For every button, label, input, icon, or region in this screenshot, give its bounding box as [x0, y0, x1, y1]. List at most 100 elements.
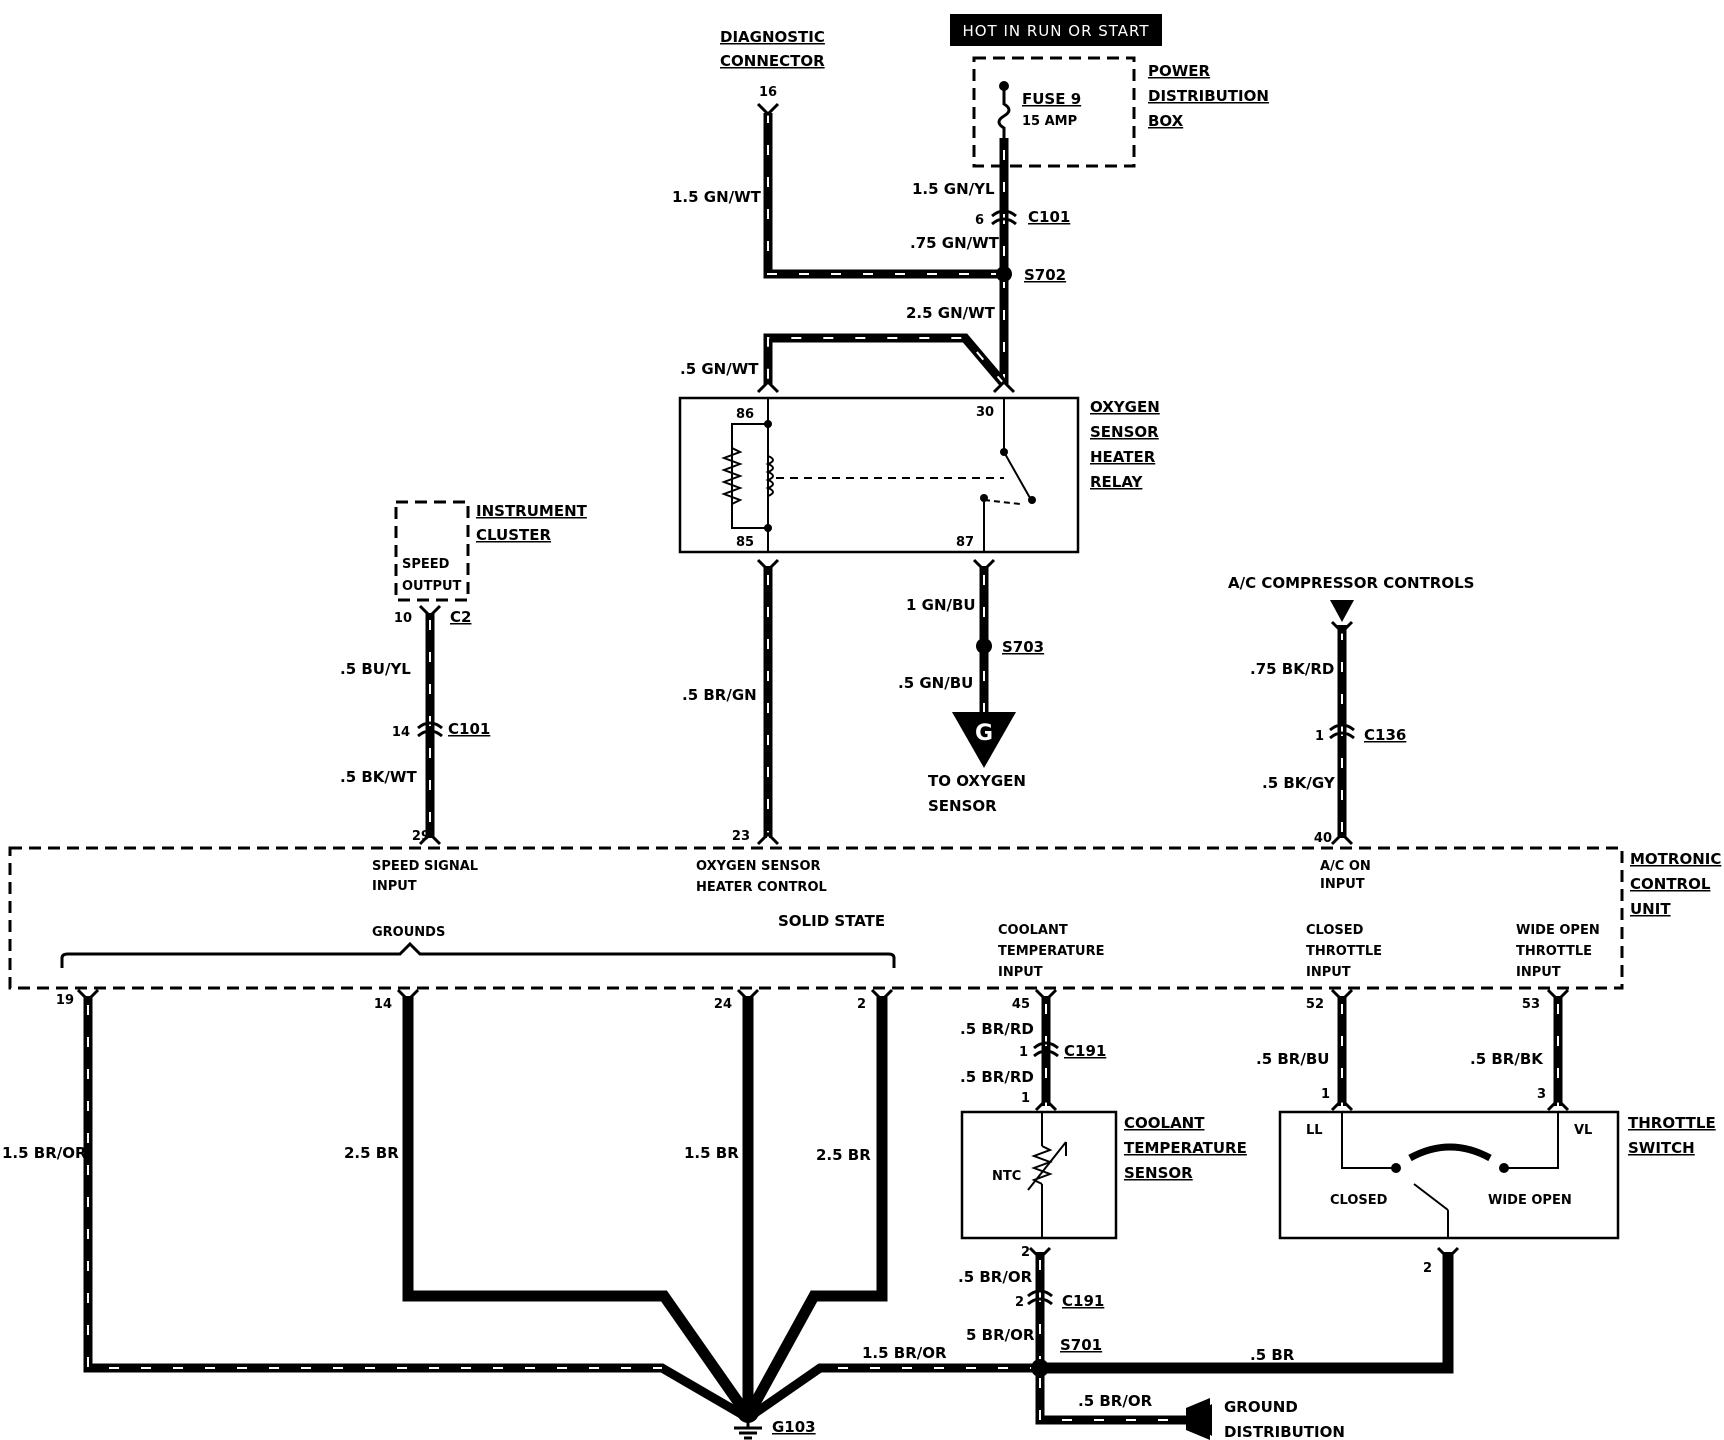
coolant-sensor-box [960, 1110, 1118, 1240]
wire-label-gnd19: 1.5 BR/OR [2, 1144, 87, 1162]
ground-distribution-arrowhead [1186, 1404, 1212, 1436]
splice-s703 [976, 638, 992, 654]
terminal-ecu52 [1330, 988, 1354, 1003]
pin-ecu23: 23 [732, 829, 750, 844]
conn-g103: G103 [772, 1418, 816, 1436]
oxygen-connector-triangle [952, 712, 1016, 768]
terminal-relay87 [972, 558, 996, 573]
throttle-switch-label-2: SWITCH [1628, 1139, 1695, 1157]
wire-label-diag: 1.5 GN/WT [672, 188, 762, 206]
fuse-rating: 15 AMP [1022, 114, 1077, 129]
splice-s702 [996, 266, 1012, 282]
power-dist-label-1: POWER [1148, 62, 1211, 80]
terminal-ecu14 [396, 988, 420, 1003]
oxygen-connector-letter: G [975, 721, 993, 746]
relay-dot-contact [1028, 496, 1036, 504]
wire-label-cool-bot2: 5 BR/OR [966, 1326, 1035, 1344]
pin-c191-2: 2 [1015, 1295, 1024, 1310]
wire-label-ac-bot: .5 BK/GY [1262, 774, 1336, 792]
ecu-box [8, 846, 1624, 990]
throttle-switch-wiring [1341, 1112, 1559, 1238]
ground-dist-label-1: GROUND [1224, 1398, 1298, 1416]
wire-label-gnd14: 2.5 BR [344, 1144, 399, 1162]
pin-ecu24: 24 [714, 997, 732, 1012]
ecu-pin-wot-1: WIDE OPEN [1516, 923, 1600, 938]
conn-c2: C2 [450, 608, 471, 626]
thermistor-icon [1027, 1112, 1067, 1238]
pin-relay86: 86 [736, 407, 754, 422]
wire-gnd-dist [1035, 1368, 1186, 1425]
pin-ecu14: 14 [374, 997, 392, 1012]
terminal-ecu24 [736, 988, 760, 1003]
ecu-label-3: UNIT [1630, 900, 1671, 918]
speed-output-2: OUTPUT [402, 579, 462, 594]
diag-label-1: DIAGNOSTIC [720, 28, 825, 46]
ecu-pin-coolant-3: INPUT [998, 965, 1043, 980]
throttle-closed-label: CLOSED [1330, 1193, 1388, 1208]
wire-label-s703-out: .5 GN/BU [898, 674, 973, 692]
ground-dist-label-2: DISTRIBUTION [1224, 1423, 1345, 1440]
throttle-ll-label: LL [1306, 1123, 1323, 1138]
pin-ecu53: 53 [1522, 997, 1540, 1012]
fuse-name: FUSE 9 [1022, 90, 1081, 108]
pin-cts2: 2 [1021, 1245, 1030, 1260]
pin-ecu45: 45 [1012, 997, 1030, 1012]
terminal-ecu19 [76, 988, 100, 1003]
wire-label-s702-out: 2.5 GN/WT [906, 304, 996, 322]
ecu-pin-speed-2: INPUT [372, 879, 417, 894]
power-distribution-box [972, 56, 1136, 168]
wire-gnd19 [83, 996, 751, 1422]
coolant-sensor-label-2: TEMPERATURE [1124, 1139, 1247, 1157]
relay-dot-87 [980, 494, 988, 502]
pin-thr1: 1 [1321, 1087, 1330, 1102]
ecu-pin-speed-1: SPEED SIGNAL [372, 859, 478, 874]
wire-label-wot: .5 BR/BK [1470, 1050, 1544, 1068]
throttle-vl-label: VL [1574, 1123, 1592, 1138]
ecu-label-2: CONTROL [1630, 875, 1711, 893]
wire-label-gdist: .5 BR/OR [1078, 1392, 1153, 1410]
wire-label-relay86: .5 GN/WT [680, 360, 759, 378]
pin-relay30: 30 [976, 405, 994, 420]
fuse-element [997, 86, 1011, 138]
relay-label-4: RELAY [1090, 473, 1144, 491]
terminal-ecu23 [756, 831, 780, 846]
wire-label-cool-top2: .5 BR/RD [960, 1068, 1034, 1086]
wire-label-relay85: .5 BR/GN [682, 686, 757, 704]
ecu-grounds: GROUNDS [372, 925, 445, 940]
terminal-ecu2 [870, 988, 894, 1003]
conn-c191-bot: C191 [1062, 1292, 1104, 1310]
pin-cts1: 1 [1021, 1091, 1030, 1106]
wire-gnd14 [402, 996, 753, 1420]
wire-label-gnd24: 1.5 BR [684, 1144, 739, 1162]
pin-c136-1: 1 [1315, 729, 1324, 744]
terminal-ecu29 [418, 831, 442, 846]
terminal-thr3 [1546, 1097, 1570, 1112]
relay-dot-86 [764, 420, 772, 428]
terminal-ecu45 [1034, 988, 1058, 1003]
ecu-label-1: MOTRONIC [1630, 850, 1721, 868]
pin-ecu19: 19 [56, 993, 74, 1008]
wire-diag [763, 113, 1004, 279]
terminal-diag16 [756, 102, 780, 117]
inline-c191-top [1033, 1041, 1059, 1058]
throttle-switch-label-1: THROTTLE [1628, 1114, 1716, 1132]
grounds-brace [60, 941, 896, 968]
wire-label-c101-out: .75 GN/WT [910, 234, 1000, 252]
ecu-pin-wot-2: THROTTLE [1516, 944, 1592, 959]
ecu-pin-wot-3: INPUT [1516, 965, 1561, 980]
wire-label-s701-thr: .5 BR [1250, 1346, 1295, 1364]
ntc-label: NTC [992, 1169, 1021, 1184]
wire-label-speed-top: .5 BU/YL [340, 660, 411, 678]
terminal-relay85 [756, 558, 780, 573]
ecu-pin-coolant-1: COOLANT [998, 923, 1068, 938]
ecu-pin-coolant-2: TEMPERATURE [998, 944, 1104, 959]
conn-c136: C136 [1364, 726, 1406, 744]
power-dist-label-3: BOX [1148, 112, 1184, 130]
terminal-relay30 [992, 379, 1016, 394]
terminal-ecu53 [1546, 988, 1570, 1003]
wire-label-speed-bot: .5 BK/WT [340, 768, 417, 786]
ecu-solid-state: SOLID STATE [778, 912, 885, 930]
ecu-pin-ac-1: A/C ON [1320, 859, 1371, 874]
relay-label-1: OXYGEN [1090, 398, 1160, 416]
